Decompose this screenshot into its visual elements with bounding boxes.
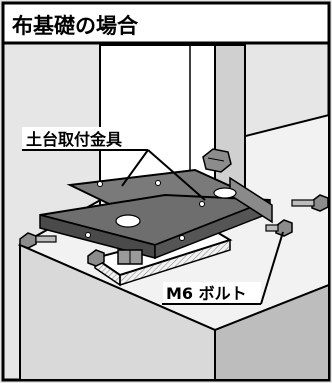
- hex-nut-icon: [202, 148, 232, 173]
- callout-bolt-label: M6 ボルト: [166, 284, 247, 303]
- callout-bolt: M6 ボルト: [162, 231, 284, 305]
- bolt-front-icon: [87, 249, 105, 267]
- bolt-right-icon: [265, 219, 293, 237]
- anchor-nut-icon: [117, 249, 143, 265]
- callout-base-fitting: 土台取付金具: [22, 127, 206, 201]
- bolt-left-icon: [19, 232, 57, 249]
- section-title: 布基礎の場合: [12, 14, 139, 38]
- base-fitting-bracket: [39, 168, 273, 260]
- callout-base-fitting-label: 土台取付金具: [26, 130, 122, 149]
- header-band: 布基礎の場合: [1, 1, 331, 45]
- bolt-far-right-icon: [291, 194, 329, 212]
